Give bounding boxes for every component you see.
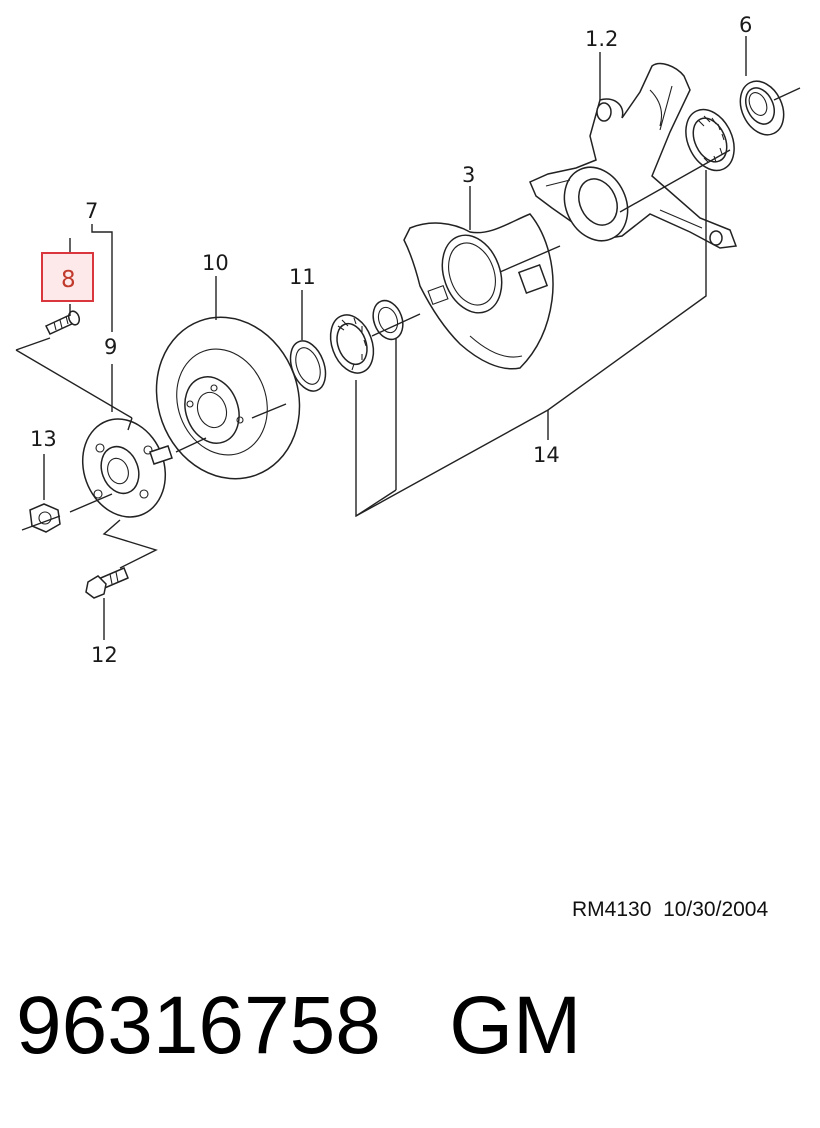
- callout-11: 11: [289, 265, 316, 289]
- reference-date: 10/30/2004: [663, 898, 769, 921]
- splash-shield: [403, 213, 554, 370]
- diagram-reference: RM4130 10/30/2004: [572, 898, 768, 922]
- brand-name: GM: [449, 980, 582, 1071]
- callout-3: 3: [462, 163, 475, 187]
- callout-1-2: 1.2: [585, 27, 618, 51]
- part-number: 96316758: [16, 980, 381, 1071]
- exploded-parts-diagram: 1.2 6 3 7 9 10 11 13 14 12 8: [15, 13, 801, 667]
- inner-bearing-set: [329, 299, 404, 374]
- reference-code: RM4130: [572, 898, 652, 921]
- steering-knuckle: [529, 62, 738, 249]
- bracket-bolt-hub: [15, 337, 133, 431]
- brake-disc: [155, 316, 301, 480]
- callout-12: 12: [91, 643, 118, 667]
- wheel-bolt: [44, 310, 81, 335]
- callout-10: 10: [202, 251, 229, 275]
- highlight-box: [41, 252, 94, 302]
- wheel-hub: [81, 418, 173, 518]
- bracket-12: [102, 519, 158, 569]
- callout-8: 8: [61, 267, 76, 293]
- bracket-14-join: [355, 489, 397, 517]
- callout-14: 14: [533, 443, 560, 467]
- callout-6: 6: [739, 13, 752, 37]
- inner-seal: [289, 340, 327, 392]
- outer-bearing: [685, 108, 735, 172]
- part-info-line: 96316758 GM: [16, 985, 581, 1067]
- callout-7: 7: [85, 199, 98, 223]
- highlight-part-8[interactable]: 8: [41, 252, 94, 302]
- callout-9: 9: [104, 335, 117, 359]
- caliper-bolt: [85, 567, 129, 599]
- bracket-7: [91, 224, 113, 332]
- seal: [739, 80, 785, 136]
- callout-13: 13: [30, 427, 57, 451]
